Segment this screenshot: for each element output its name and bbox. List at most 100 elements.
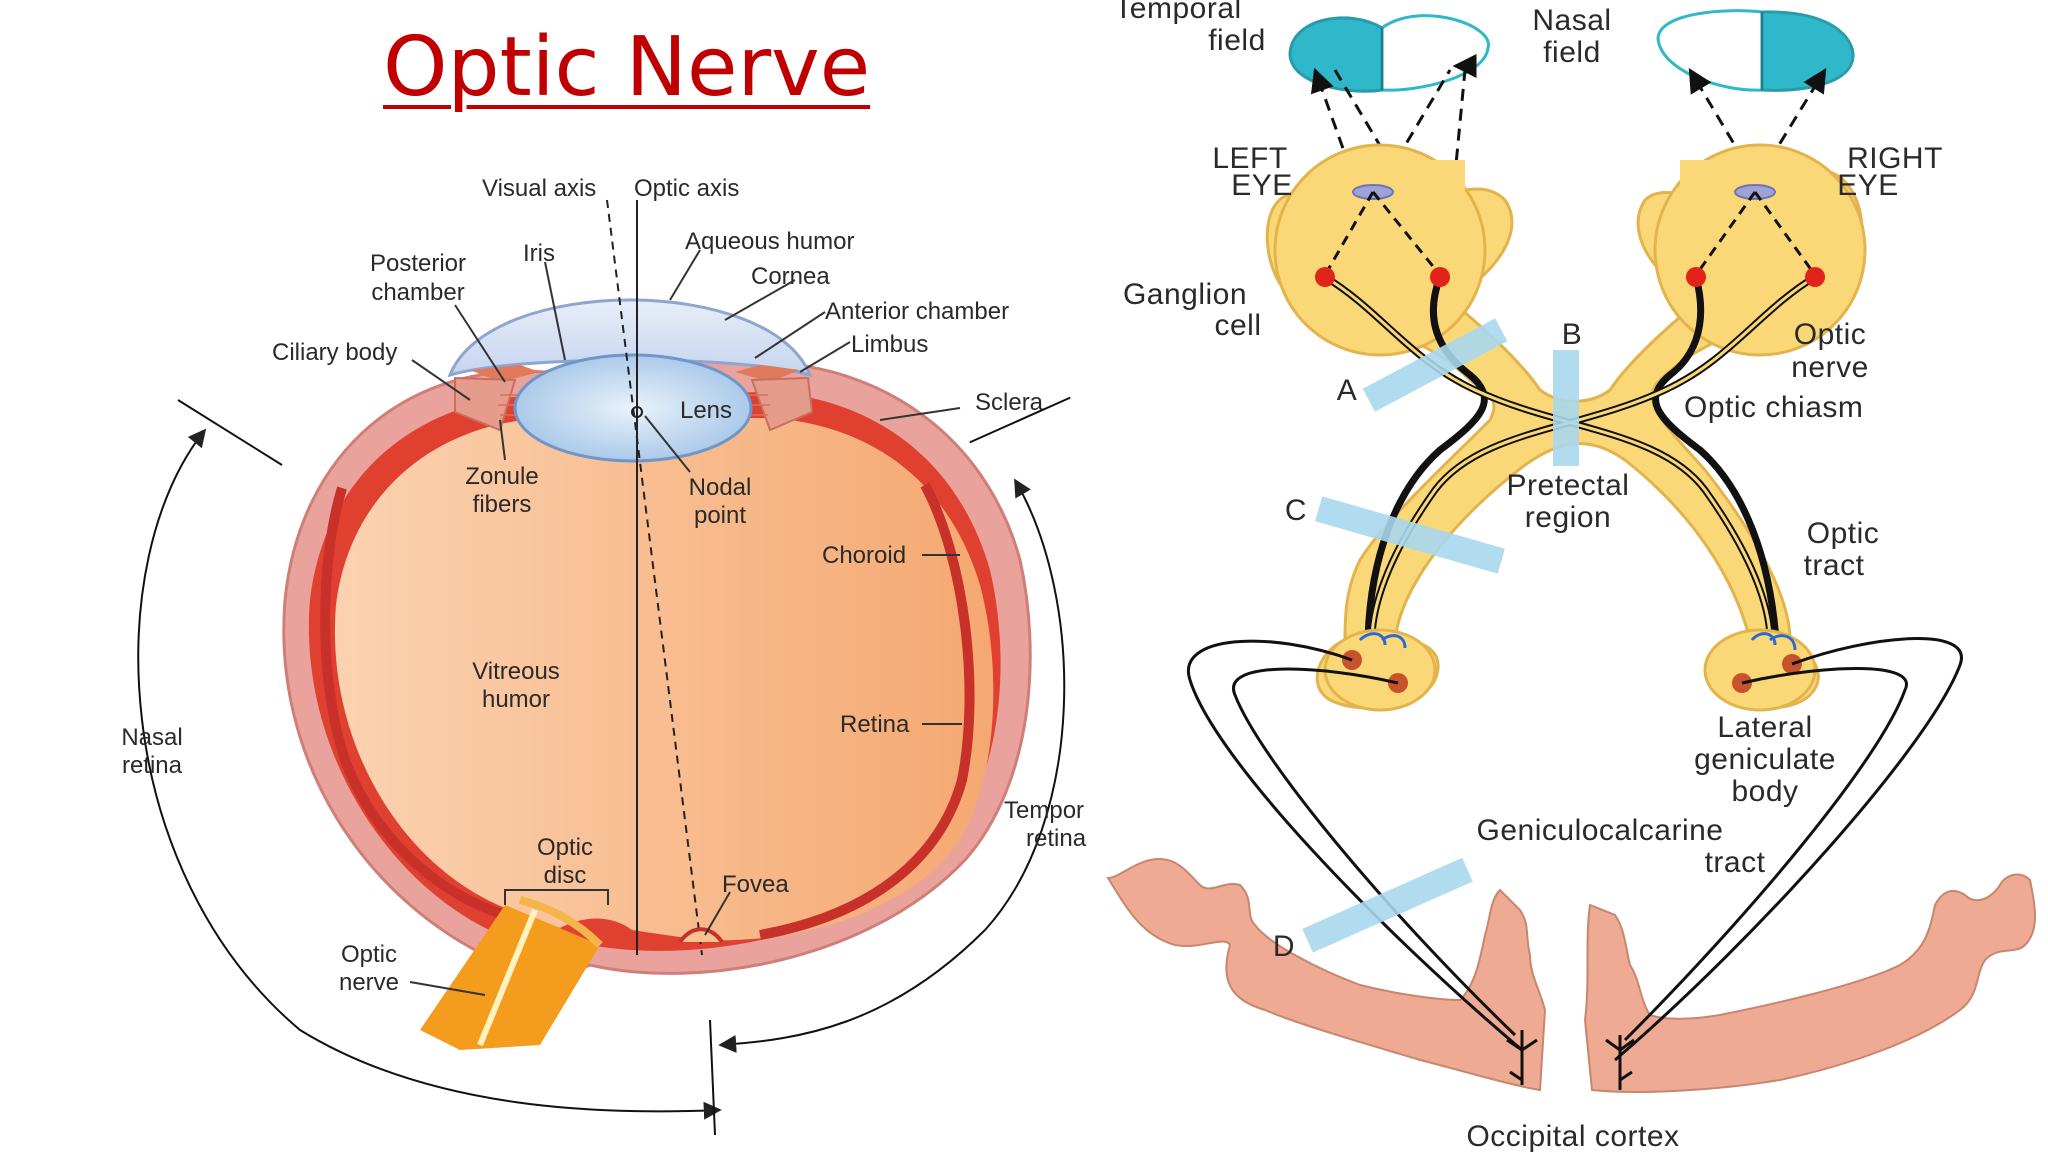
label-posterior-chamber-2: chamber — [371, 279, 464, 306]
nodal-point-marker — [631, 406, 643, 418]
label-lesion-b: B — [1562, 318, 1583, 351]
right-geniculate-dot-2 — [1782, 654, 1802, 674]
ganglion-dot-left-nasal — [1430, 267, 1450, 287]
label-optic-tract-2: tract — [1804, 549, 1865, 582]
visual-pathway-diagram: Temporal field Nasal field LEFT EYE RIGH… — [1106, 0, 2036, 1152]
label-ganglion-cell-2: cell — [1214, 309, 1261, 342]
iris-left — [470, 365, 540, 382]
label-lesion-d: D — [1273, 930, 1295, 963]
cortex-endings — [1506, 1030, 1635, 1090]
left-occipital-cortex — [1106, 858, 1547, 1092]
retina-layer — [308, 392, 1001, 951]
sight-lines-inner — [1323, 191, 1817, 276]
zonule-fibers — [498, 394, 770, 416]
label-temporal-field-1: Temporal — [1114, 0, 1241, 25]
lesion-band-d — [1302, 857, 1473, 953]
right-geniculate-dot-1 — [1732, 673, 1752, 693]
sight-lines — [1310, 54, 1827, 281]
ganglion-dot-left-temporal — [1315, 267, 1335, 287]
ciliary-body-left — [454, 376, 517, 432]
geniculocalcarine-tracts — [1186, 637, 1963, 1062]
label-optic-tract-1: Optic — [1807, 517, 1880, 550]
label-ciliary-body: Ciliary body — [272, 339, 397, 366]
optic-disc-bracket — [504, 889, 609, 905]
lesion-band-a — [1362, 318, 1508, 412]
label-optic-nerve-1: Optic — [341, 941, 397, 968]
left-eye-lens — [1352, 184, 1394, 200]
synapse-marks — [1358, 632, 1797, 651]
label-left-eye-2: EYE — [1231, 169, 1293, 202]
label-optic-chiasm: Optic chiasm — [1684, 391, 1863, 424]
temporal-retina-arc — [718, 478, 1066, 1053]
label-geniculocalcarine-tract-1: Geniculocalcarine — [1477, 814, 1724, 847]
label-fovea: Fovea — [722, 871, 789, 898]
right-eye-globe — [1653, 143, 1867, 357]
label-temporal-retina-1: Tempor — [1004, 797, 1084, 824]
pathway-body — [1265, 168, 1864, 710]
label-pretectal-region-2: region — [1525, 501, 1611, 534]
label-nasal-field-1: Nasal — [1532, 4, 1611, 37]
label-lateral-geniculate-body-3: body — [1731, 775, 1798, 808]
left-eye-globe — [1273, 143, 1487, 357]
label-pretectal-region-1: Pretectal — [1507, 469, 1630, 502]
label-choroid: Choroid — [822, 542, 906, 569]
label-visual-axis: Visual axis — [482, 175, 596, 202]
right-occipital-cortex — [1583, 873, 2036, 1093]
label-lesion-a: A — [1337, 374, 1358, 407]
label-nasal-retina-2: retina — [122, 752, 183, 779]
lens-shape — [513, 353, 753, 463]
label-vitreous-humor-1: Vitreous — [472, 658, 560, 685]
label-nodal-point-1: Nodal — [689, 474, 752, 501]
lesion-band-b — [1553, 350, 1579, 466]
label-lens: Lens — [680, 397, 732, 424]
ganglion-dot-right-nasal — [1686, 267, 1706, 287]
optic-nerve-stalk — [420, 896, 603, 1050]
label-retina: Retina — [840, 711, 910, 738]
eye-labels: Visual axis Optic axis Aqueous humor Cor… — [121, 175, 1086, 996]
left-eye-neck — [1365, 160, 1465, 300]
label-lesion-c: C — [1285, 494, 1307, 527]
slide-title: Optic Nerve — [383, 20, 871, 115]
nerve-fibers-core — [1323, 275, 1817, 642]
pathway-labels: Temporal field Nasal field LEFT EYE RIGH… — [1114, 0, 1943, 1152]
ciliary-body-right — [750, 376, 814, 432]
label-limbus: Limbus — [851, 331, 928, 358]
retina-tick-bottom — [709, 1019, 716, 1136]
ganglion-dot-right-temporal — [1805, 267, 1825, 287]
right-eye-lens — [1734, 184, 1776, 200]
nerve-fibers — [1321, 273, 1819, 644]
right-visual-field — [1656, 9, 1855, 92]
label-optic-axis: Optic axis — [634, 175, 739, 202]
label-right-eye-1: RIGHT — [1847, 142, 1943, 175]
label-temporal-retina-2: retina — [1026, 825, 1087, 852]
lesion-bands — [1302, 318, 1579, 953]
nasal-retina-tick-top — [177, 399, 283, 466]
label-iris: Iris — [523, 240, 555, 267]
label-occipital-cortex: Occipital cortex — [1466, 1120, 1679, 1152]
label-zonule-fibers-2: fibers — [473, 491, 532, 518]
label-lateral-geniculate-body-2: geniculate — [1694, 743, 1836, 776]
label-vitreous-humor-2: humor — [482, 686, 550, 713]
label-cornea: Cornea — [751, 263, 830, 290]
vitreous-body — [334, 418, 994, 941]
left-geniculate-body — [1323, 628, 1437, 712]
label-temporal-field-2: field — [1208, 24, 1266, 57]
visual-axis-line — [606, 199, 703, 956]
sclera-shape — [282, 348, 1032, 992]
left-geniculate-dot-1 — [1342, 650, 1362, 670]
label-optic-disc-2: disc — [544, 862, 587, 889]
label-posterior-chamber-1: Posterior — [370, 250, 466, 277]
label-sclera: Sclera — [975, 389, 1044, 416]
label-nodal-point-2: point — [694, 502, 746, 529]
left-geniculate-dot-2 — [1388, 673, 1408, 693]
label-optic-nerve-2: nerve — [1791, 351, 1869, 384]
lesion-band-c — [1315, 496, 1505, 574]
cornea-shape — [447, 298, 813, 378]
label-nasal-retina-1: Nasal — [121, 724, 182, 751]
label-aqueous-humor: Aqueous humor — [685, 228, 854, 255]
right-eye-neck — [1680, 160, 1780, 300]
label-optic-disc-1: Optic — [537, 834, 593, 861]
label-optic-nerve-1: Optic — [1794, 318, 1867, 351]
